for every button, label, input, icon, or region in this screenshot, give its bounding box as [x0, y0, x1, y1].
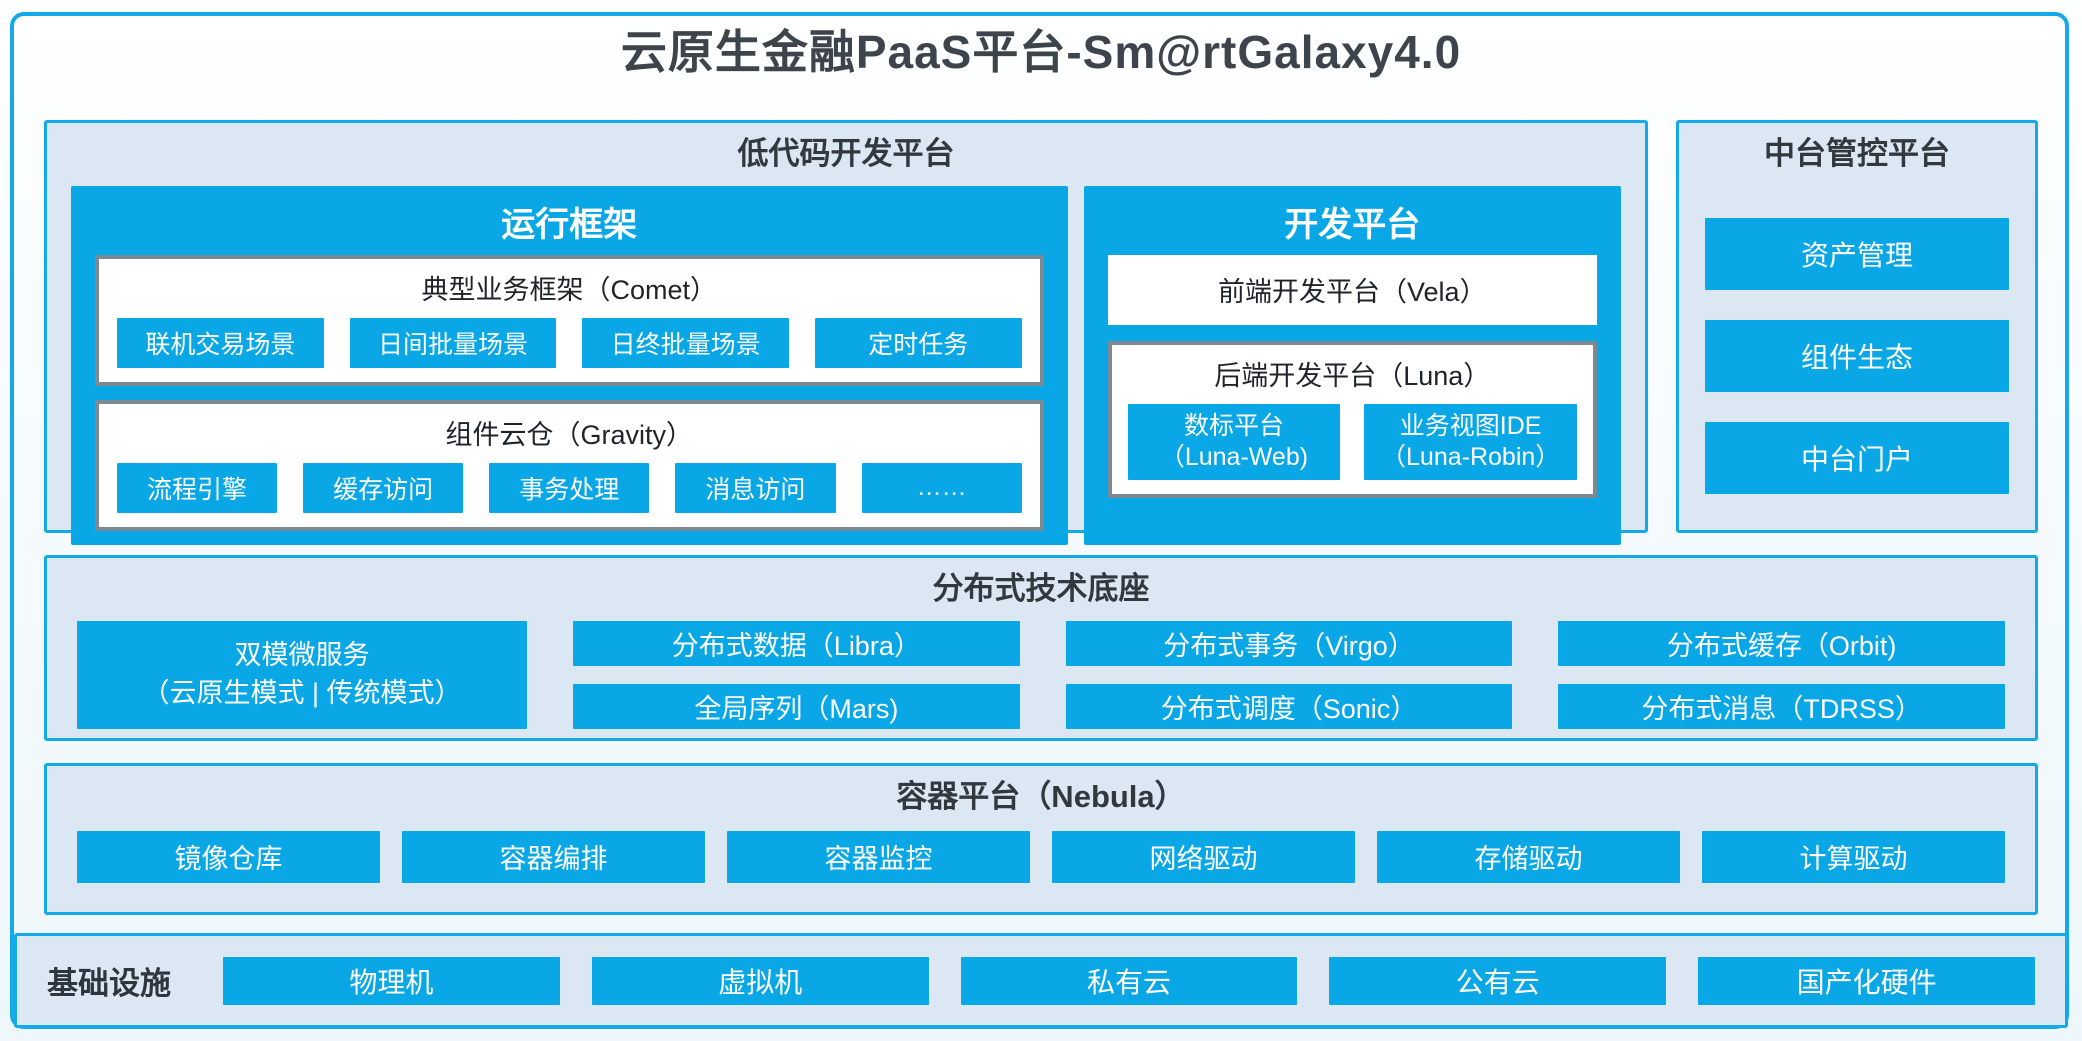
midplatform-control-panel: 中台管控平台 资产管理 组件生态 中台门户 — [1676, 120, 2038, 533]
luna-item-line1: 数标平台 — [1183, 411, 1284, 440]
distributed-base-body: 双模微服务 （云原生模式 | 传统模式） 分布式数据（Libra） 分布式事务（… — [47, 609, 2035, 729]
distributed-item: 全局序列（Mars) — [573, 683, 1020, 729]
luna-item-line2: （Luna-Web) — [1159, 442, 1309, 471]
distributed-item: 分布式数据（Libra） — [573, 620, 1020, 666]
dual-mode-microservice-box: 双模微服务 （云原生模式 | 传统模式） — [77, 620, 527, 729]
vela-frontend-box: 前端开发平台（Vela） — [1107, 254, 1597, 325]
top-row: 低代码开发平台 运行框架 典型业务框架（Comet） 联机交易场景 日间批量场景… — [44, 120, 2038, 545]
runtime-framework-title: 运行框架 — [501, 205, 638, 244]
comet-framework-title: 典型业务框架（Comet） — [421, 274, 718, 305]
infrastructure-panel: 基础设施 物理机 虚拟机 私有云 公有云 国产化硬件 — [14, 933, 2068, 1028]
gravity-warehouse-box: 组件云仓（Gravity） 流程引擎 缓存访问 事务处理 消息访问 …… — [95, 399, 1044, 531]
luna-items-row: 数标平台 （Luna-Web) 业务视图IDE （Luna-Robin） — [1127, 403, 1577, 480]
container-item: 存储驱动 — [1377, 830, 1680, 883]
distributed-item: 分布式调度（Sonic） — [1065, 683, 1513, 729]
container-platform-body: 镜像仓库 容器编排 容器监控 网络驱动 存储驱动 计算驱动 — [47, 817, 2035, 883]
dev-platform-title: 开发平台 — [1284, 205, 1421, 244]
midplatform-item: 中台门户 — [1705, 421, 2009, 494]
lowcode-platform-panel: 低代码开发平台 运行框架 典型业务框架（Comet） 联机交易场景 日间批量场景… — [44, 120, 1648, 545]
distributed-base-title: 分布式技术底座 — [932, 571, 1150, 606]
distributed-item: 分布式缓存（Orbit) — [1558, 620, 2005, 666]
luna-item-line1: 业务视图IDE — [1399, 411, 1542, 440]
page-title: 云原生金融PaaS平台-Sm@rtGalaxy4.0 — [620, 26, 1462, 78]
luna-item-line2: （Luna-Robin） — [1381, 442, 1561, 471]
lowcode-platform-title: 低代码开发平台 — [737, 136, 955, 171]
luna-item: 业务视图IDE （Luna-Robin） — [1364, 403, 1577, 480]
dual-mode-line2: （云原生模式 | 传统模式） — [142, 677, 462, 708]
gravity-warehouse-title: 组件云仓（Gravity） — [445, 419, 694, 450]
container-platform-panel: 容器平台（Nebula） 镜像仓库 容器编排 容器监控 网络驱动 存储驱动 计算… — [44, 763, 2038, 915]
midplatform-item: 组件生态 — [1705, 319, 2009, 392]
comet-item: 定时任务 — [814, 317, 1022, 368]
distributed-item: 分布式事务（Virgo） — [1065, 620, 1513, 666]
container-platform-title: 容器平台（Nebula） — [896, 779, 1186, 814]
infrastructure-items-row: 物理机 虚拟机 私有云 公有云 国产化硬件 — [223, 956, 2035, 1005]
container-item: 容器监控 — [727, 830, 1030, 883]
infrastructure-item: 私有云 — [960, 956, 1298, 1005]
container-item: 网络驱动 — [1052, 830, 1355, 883]
dual-mode-line1: 双模微服务 — [234, 639, 370, 670]
gravity-item: 流程引擎 — [117, 462, 278, 513]
infrastructure-item: 国产化硬件 — [1698, 956, 2035, 1005]
infrastructure-item: 公有云 — [1329, 956, 1667, 1005]
container-item: 容器编排 — [402, 830, 705, 883]
luna-backend-title: 后端开发平台（Luna） — [1214, 360, 1491, 391]
runtime-framework-panel: 运行框架 典型业务框架（Comet） 联机交易场景 日间批量场景 日终批量场景 … — [71, 185, 1068, 545]
infrastructure-item: 物理机 — [223, 956, 560, 1005]
infrastructure-label: 基础设施 — [47, 966, 171, 1001]
gravity-item: …… — [861, 462, 1022, 513]
comet-item: 联机交易场景 — [117, 317, 324, 368]
gravity-item: 缓存访问 — [303, 462, 464, 513]
midplatform-item: 资产管理 — [1705, 217, 2009, 290]
lowcode-platform-body: 运行框架 典型业务框架（Comet） 联机交易场景 日间批量场景 日终批量场景 … — [47, 174, 1645, 565]
comet-item: 日终批量场景 — [582, 317, 789, 368]
dev-platform-panel: 开发平台 前端开发平台（Vela） 后端开发平台（Luna） 数标平台 （Lun… — [1083, 185, 1621, 545]
luna-backend-box: 后端开发平台（Luna） 数标平台 （Luna-Web) 业务视图IDE （Lu… — [1107, 340, 1597, 498]
container-item: 镜像仓库 — [77, 830, 380, 883]
container-item: 计算驱动 — [1702, 830, 2005, 883]
infrastructure-item: 虚拟机 — [591, 956, 929, 1005]
midplatform-body: 资产管理 组件生态 中台门户 — [1679, 174, 2035, 494]
distributed-base-panel: 分布式技术底座 双模微服务 （云原生模式 | 传统模式） 分布式数据（Libra… — [44, 555, 2038, 741]
comet-framework-box: 典型业务框架（Comet） 联机交易场景 日间批量场景 日终批量场景 定时任务 — [95, 254, 1044, 386]
gravity-items-row: 流程引擎 缓存访问 事务处理 消息访问 …… — [117, 462, 1022, 513]
distributed-item: 分布式消息（TDRSS） — [1558, 683, 2005, 729]
comet-items-row: 联机交易场景 日间批量场景 日终批量场景 定时任务 — [117, 317, 1022, 368]
luna-item: 数标平台 （Luna-Web) — [1127, 403, 1341, 480]
gravity-item: 事务处理 — [489, 462, 650, 513]
comet-item: 日间批量场景 — [349, 317, 557, 368]
gravity-item: 消息访问 — [675, 462, 836, 513]
midplatform-control-title: 中台管控平台 — [1764, 136, 1950, 171]
